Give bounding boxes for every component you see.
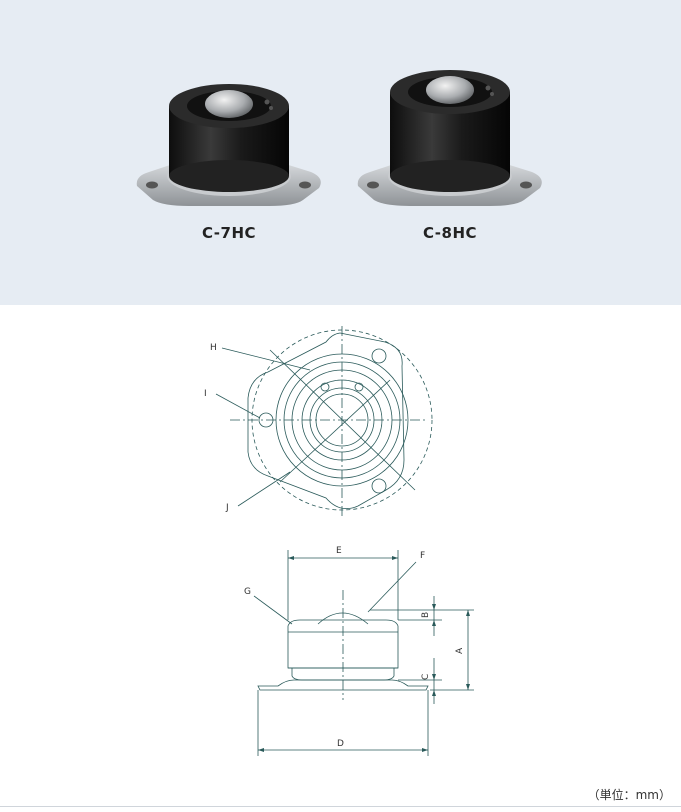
drain-hole-right (354, 382, 364, 392)
flange-side (257, 679, 429, 691)
flange-outline (247, 332, 405, 510)
product-c8hc: C-8HC (340, 64, 560, 254)
top-view-drawing: H I J (204, 326, 433, 516)
label-f: F (420, 551, 425, 561)
arrow-a-bottom (466, 684, 470, 690)
arrow-b-top (432, 604, 436, 610)
leader-i (215, 393, 261, 419)
housing-body (287, 619, 399, 669)
arrow-d-right (422, 748, 428, 752)
diagonal-line-2 (279, 379, 391, 483)
arrow-e-right (392, 556, 398, 560)
product-model-label: C-7HC (201, 224, 257, 242)
arrow-c-bottom (432, 690, 436, 696)
drain-hole-left (320, 382, 330, 392)
product-model-label: C-8HC (422, 224, 478, 242)
label-a: A (455, 647, 465, 654)
side-view-drawing: E F G B A C D (244, 546, 474, 756)
label-g: G (244, 587, 251, 597)
arrow-e-left (288, 556, 294, 560)
product-c7hc: C-7HC (119, 64, 339, 254)
label-d: D (337, 739, 344, 749)
label-i: I (204, 389, 207, 399)
leader-j (237, 471, 291, 507)
arrow-d-left (258, 748, 264, 752)
c7hc-photo (136, 84, 321, 206)
c8hc-photo (357, 70, 542, 206)
label-b: B (421, 612, 431, 618)
product-hero-panel: C-7HC (0, 0, 681, 305)
label-h: H (210, 343, 217, 353)
ball-dome (317, 612, 369, 625)
diagonal-line-1 (269, 349, 416, 491)
label-c: C (421, 674, 431, 680)
bottom-divider (0, 806, 681, 807)
mounting-hole-bottom (371, 478, 387, 494)
mounting-hole-top (371, 348, 387, 364)
arrow-a-top (466, 610, 470, 616)
unit-note: （単位：mm） (587, 788, 671, 802)
label-j: J (225, 503, 229, 513)
leader-g (253, 595, 293, 625)
leader-h (221, 347, 311, 371)
arrow-c-top (432, 674, 436, 680)
leader-f (367, 561, 417, 613)
arrow-b-bottom (432, 620, 436, 626)
label-e: E (336, 546, 342, 556)
